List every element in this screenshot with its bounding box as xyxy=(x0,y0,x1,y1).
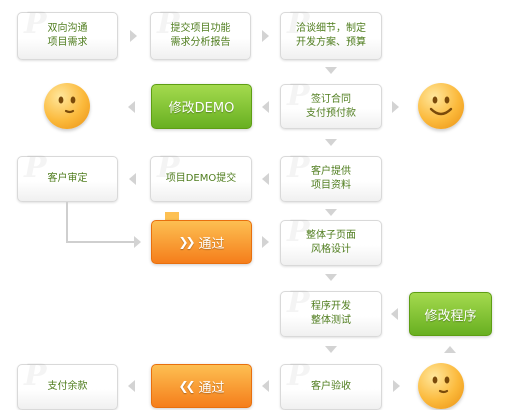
step-customer-provides-materials: P客户提供 项目资料 xyxy=(280,153,382,202)
watermark-logo: P xyxy=(287,81,310,111)
step-pass-2: ❮❮通过 xyxy=(151,364,252,408)
arrow-down-icon xyxy=(325,139,337,146)
step-sign-contract: P签订合同 支付预付款 xyxy=(280,81,382,129)
step-label: 洽谈细节，制定 开发方案、预算 xyxy=(296,23,366,48)
watermark-logo: P xyxy=(287,361,310,391)
step-label: 客户验收 xyxy=(311,381,351,392)
arrow-left-icon xyxy=(262,380,269,392)
connector-line xyxy=(66,202,68,243)
watermark-logo: P xyxy=(287,288,310,318)
step-label: 通过 xyxy=(198,236,225,252)
arrow-right-icon xyxy=(262,236,269,248)
step-label: 签订合同 支付预付款 xyxy=(306,93,356,119)
step-modify-program: 修改程序 xyxy=(409,292,492,336)
arrow-left-icon xyxy=(129,173,136,185)
arrow-right-icon xyxy=(393,380,400,392)
watermark-logo: P xyxy=(287,153,310,183)
connector-line xyxy=(66,241,134,243)
arrow-left-icon xyxy=(391,308,398,320)
arrow-right-icon xyxy=(262,30,269,42)
arrow-down-icon xyxy=(444,346,456,353)
step-label: 通过 xyxy=(198,380,225,396)
arrow-down-icon xyxy=(325,346,337,353)
arrow-down-icon xyxy=(325,67,337,74)
step-label: 修改程序 xyxy=(424,308,477,324)
step-page-style-design: P整体子页面 风格设计 xyxy=(280,217,382,266)
step-label: 支付余款 xyxy=(47,381,88,392)
step-label: 程序开发 整体测试 xyxy=(311,301,351,326)
button-tab xyxy=(165,212,179,222)
step-customer-review: P客户审定 xyxy=(17,153,118,202)
step-modify-demo: 修改DEMO xyxy=(151,84,252,129)
step-pay-balance: P支付余款 xyxy=(17,361,118,410)
step-customer-acceptance: P客户验收 xyxy=(280,361,382,410)
arrow-right-icon xyxy=(392,101,399,113)
thinking-face-icon xyxy=(44,83,90,129)
double-chevron-right-icon: ❯❯ xyxy=(178,235,195,249)
step-label: 修改DEMO xyxy=(168,101,235,116)
watermark-logo: P xyxy=(24,9,47,39)
step-label: 提交项目功能 需求分析报告 xyxy=(170,23,231,48)
step-submit-demo: P项目DEMO提交 xyxy=(150,153,252,202)
double-chevron-left-icon: ❮❮ xyxy=(178,379,195,393)
step-program-development: P程序开发 整体测试 xyxy=(280,288,382,337)
step-label: 项目DEMO提交 xyxy=(165,173,237,184)
watermark-logo: P xyxy=(24,361,47,391)
step-negotiate-plan-budget: P洽谈细节，制定 开发方案、预算 xyxy=(280,9,382,60)
arrow-right-icon xyxy=(130,30,137,42)
step-submit-analysis-report: P提交项目功能 需求分析报告 xyxy=(150,9,251,60)
step-label: 整体子页面 风格设计 xyxy=(306,230,356,255)
step-label: 双向沟通 项目需求 xyxy=(47,23,88,48)
step-pass-1: ❯❯通过 xyxy=(151,220,252,264)
arrow-down-icon xyxy=(325,274,337,281)
happy-face-icon xyxy=(418,83,464,129)
arrow-right-icon xyxy=(134,236,141,248)
watermark-logo: P xyxy=(287,217,310,247)
arrow-left-icon xyxy=(262,173,269,185)
thinking-face-icon xyxy=(418,363,464,409)
arrow-down-icon xyxy=(325,209,337,216)
step-label: 客户提供 项目资料 xyxy=(311,166,351,191)
arrow-left-icon xyxy=(128,101,135,113)
step-communicate-requirements: P双向沟通 项目需求 xyxy=(17,9,118,60)
watermark-logo: P xyxy=(24,153,47,183)
step-label: 客户审定 xyxy=(47,173,88,184)
arrow-left-icon xyxy=(128,380,135,392)
arrow-left-icon xyxy=(262,101,269,113)
